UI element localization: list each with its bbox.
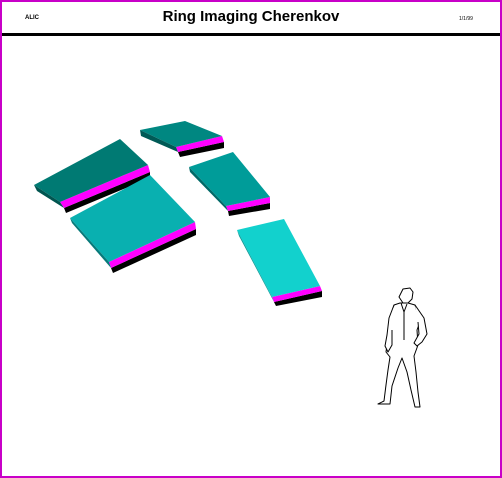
logo-label: ALIC [25, 15, 39, 21]
page-title: Ring Imaging Cherenkov [162, 8, 340, 25]
module-4-edge [70, 218, 111, 268]
header-bar: ALIC Ring Imaging Cherenkov 1/1/99 [2, 2, 500, 36]
module-1-side [60, 165, 150, 208]
module-2-side [176, 136, 224, 152]
module-1-top [34, 139, 148, 202]
module-3-side [226, 197, 270, 211]
rich-module-5 [237, 219, 322, 306]
module-3-shadow [228, 203, 270, 216]
rich-module-1 [34, 139, 150, 213]
module-3-top [189, 152, 270, 206]
module-2-top [140, 121, 222, 147]
module-2-edge [140, 130, 178, 152]
module-4-shadow [111, 229, 196, 273]
module-5-side [272, 286, 322, 302]
module-5-top [237, 219, 320, 297]
rich-module-3 [189, 152, 270, 216]
figure-arm-right [413, 304, 428, 347]
module-4-side [109, 222, 196, 268]
figure-code: 1/1/99 [459, 16, 473, 22]
figure-head [398, 287, 414, 304]
human-figure-scale [377, 287, 428, 408]
rich-scene [34, 121, 428, 408]
module-2-shadow [178, 142, 224, 157]
module-4-top [70, 175, 195, 262]
module-5-shadow [274, 291, 322, 306]
module-5-edge [237, 230, 274, 302]
module-3-edge [189, 167, 228, 211]
rich-module-2 [140, 121, 224, 157]
module-1-shadow [64, 172, 150, 213]
rich-module-4 [70, 175, 196, 273]
module-1-edge [34, 185, 64, 208]
figure-arm-left [384, 304, 395, 353]
figure-body [377, 302, 421, 408]
